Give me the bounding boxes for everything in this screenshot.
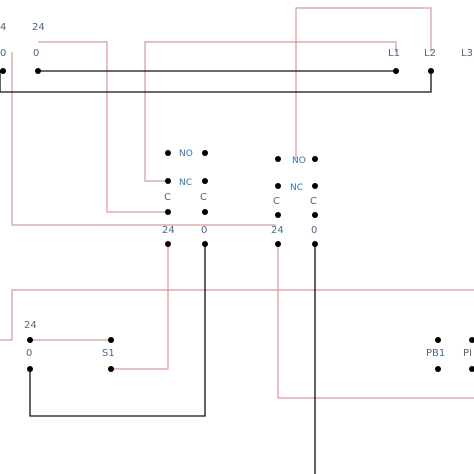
label-l3: L3 [461, 48, 473, 59]
wire-relay-a-24-to-s1 [111, 245, 169, 370]
relay-a-c2-label: C [200, 192, 207, 203]
wire-top-24 [38, 41, 168, 213]
pb1-bottom-terminal [435, 366, 441, 372]
bottom-0-terminal [27, 366, 33, 372]
wire-24-to-relay-a-c [11, 52, 168, 226]
relay-b-c-left [275, 212, 281, 218]
s1-bottom-terminal [108, 366, 114, 372]
black-wires [0, 70, 432, 474]
relay-a: NO NC C C 24 0 [162, 149, 208, 247]
terminal-left-0 [0, 68, 6, 74]
relay-a-0-label: 0 [201, 225, 207, 236]
relay-a-no-left [165, 150, 171, 156]
relay-a-nc-right [202, 178, 208, 184]
label-l2: L2 [424, 48, 436, 59]
terminal-l2 [428, 68, 434, 74]
wire-relay-a-0 [29, 245, 206, 417]
relay-b-nc-label: NC [290, 183, 303, 193]
bottom-right-pushbuttons: PB1 PI [426, 337, 474, 372]
label-0: 0 [33, 48, 39, 59]
relay-b-no-label: NO [292, 156, 306, 166]
terminal-l1 [393, 68, 399, 74]
relay-b-nc-left [275, 183, 281, 189]
relay-a-24 [165, 241, 171, 247]
relay-b-0-label: 0 [311, 225, 317, 236]
relay-a-24-label: 24 [162, 225, 175, 236]
top-bus: 4 0 24 0 L1 L2 L3 [0, 22, 473, 74]
relay-a-c1-label: C [164, 192, 171, 203]
bottom-left-switch: 24 0 S1 [24, 320, 115, 372]
pb1-top-terminal [435, 337, 441, 343]
relay-b-c2-label: C [310, 196, 317, 207]
relay-a-nc-left [165, 178, 171, 184]
pb2-label: PI [463, 348, 472, 359]
relay-b-c1-label: C [273, 196, 280, 207]
label-l1: L1 [388, 48, 400, 59]
label-left-24: 4 [0, 22, 6, 33]
relay-a-no-label: NO [179, 149, 193, 159]
relay-b-24 [275, 241, 281, 247]
relay-a-c-right [202, 209, 208, 215]
wire-bottom-24 [0, 289, 474, 341]
s1-label: S1 [102, 348, 115, 359]
bottom-0-label: 0 [26, 348, 32, 359]
pb2-bottom-terminal [469, 366, 474, 372]
label-24: 24 [32, 22, 45, 33]
terminal-0 [35, 68, 41, 74]
pb1-label: PB1 [426, 348, 445, 359]
relay-a-0 [202, 241, 208, 247]
wire-relay-b-no [295, 7, 432, 159]
relay-a-c-left [165, 209, 171, 215]
relay-a-no-right [202, 150, 208, 156]
red-wires [0, 7, 474, 399]
relay-b: NO NC C C 24 0 [271, 156, 318, 247]
wire-outer-0-loop [0, 71, 432, 93]
relay-b-no-left [275, 156, 281, 162]
relay-b-no-right [312, 156, 318, 162]
label-left-0: 0 [0, 48, 6, 59]
pb2-top-terminal [469, 337, 474, 343]
bottom-24-label: 24 [24, 320, 37, 331]
bottom-24-terminal [27, 337, 33, 343]
s1-top-terminal [108, 337, 114, 343]
wire-relay-b-24-down [277, 245, 474, 399]
relay-b-c-right [312, 212, 318, 218]
wire-relay-a-nc [144, 41, 397, 182]
relay-a-nc-label: NC [179, 178, 192, 188]
relay-b-nc-right [312, 183, 318, 189]
relay-b-0 [312, 241, 318, 247]
relay-b-24-label: 24 [271, 225, 284, 236]
